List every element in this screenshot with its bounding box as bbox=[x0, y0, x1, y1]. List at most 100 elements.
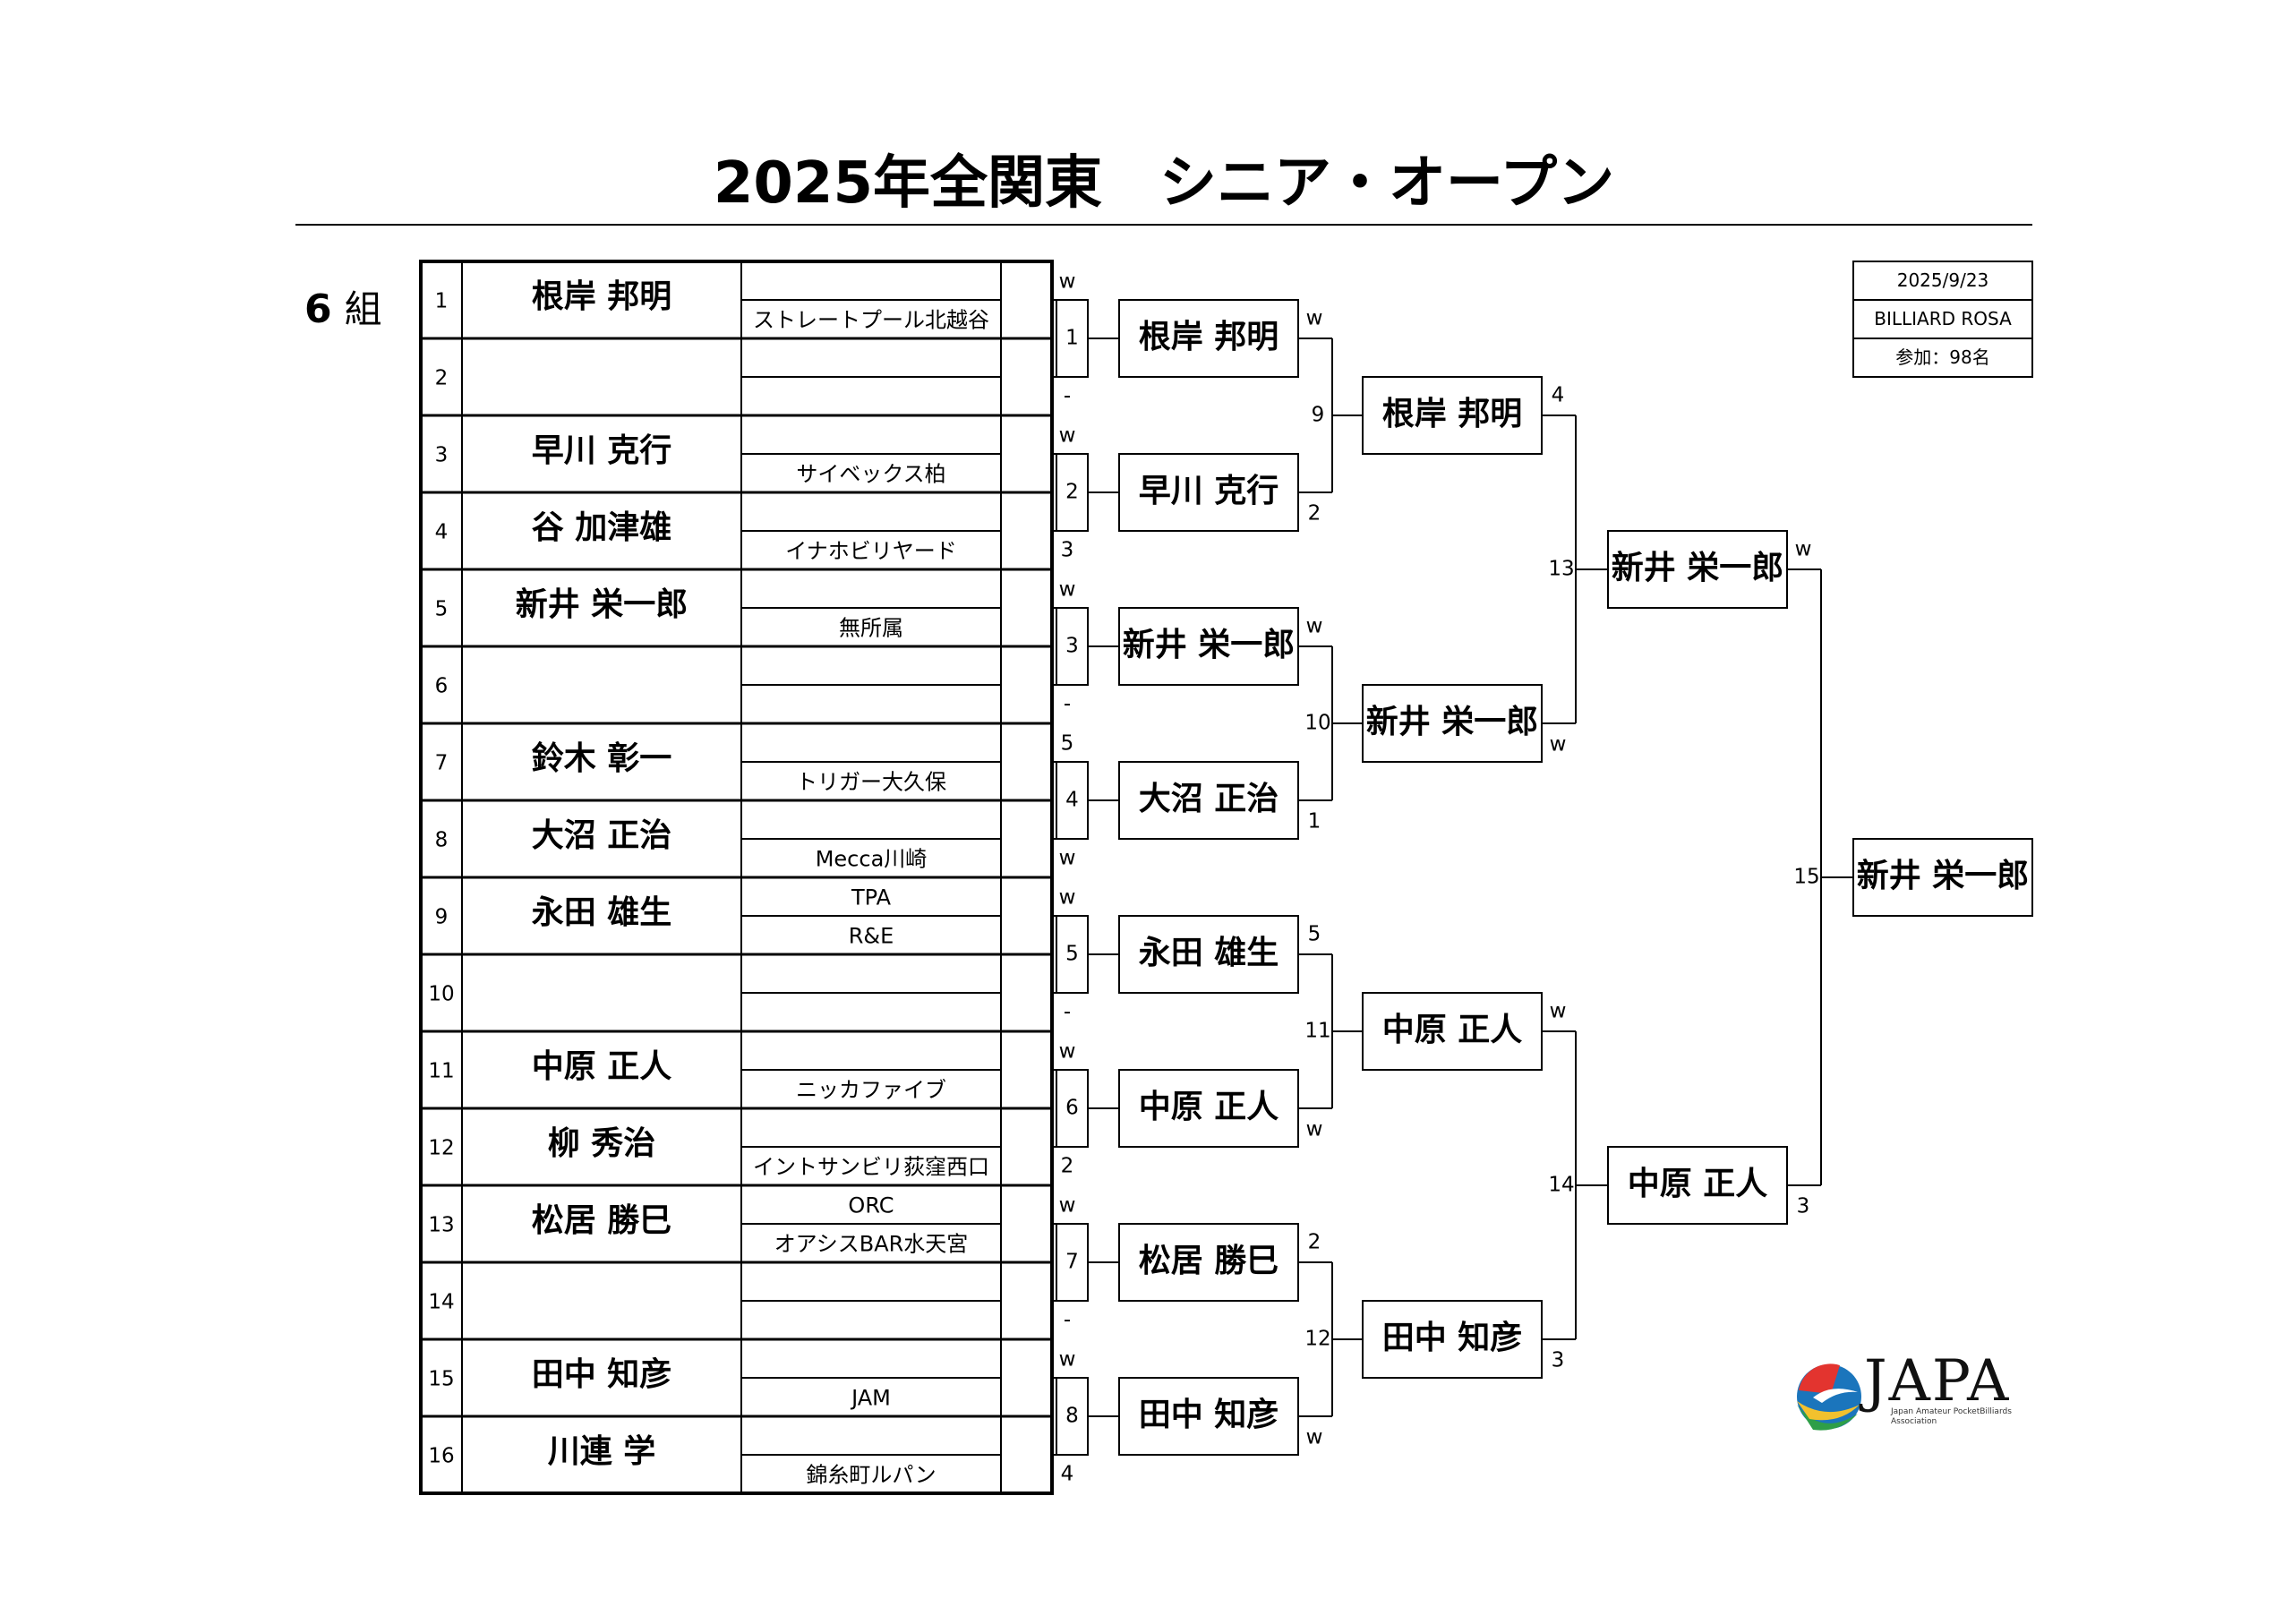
japa-logo-icon bbox=[1797, 1363, 1861, 1431]
player-seed: 5 bbox=[435, 598, 449, 621]
logo-wordmark: JAPA bbox=[1864, 1348, 2011, 1415]
match-result-top: w bbox=[1059, 1194, 1076, 1218]
match-result-bottom: w bbox=[1059, 847, 1076, 870]
match-result-bottom: 1 bbox=[1308, 810, 1321, 833]
match-result-top: w bbox=[1059, 886, 1076, 910]
player-name: 中原 正人 bbox=[532, 1048, 672, 1085]
player-name: 新井 栄一郎 bbox=[516, 586, 688, 623]
player-name: 鈴木 彰一 bbox=[532, 740, 672, 777]
match-result-bottom: 3 bbox=[1061, 539, 1074, 562]
winner-box bbox=[1852, 838, 2033, 917]
match-result-top: w bbox=[1059, 270, 1076, 294]
match-result-top: w bbox=[1059, 578, 1076, 602]
match-number: 13 bbox=[1548, 558, 1574, 581]
player-name: 松居 勝巳 bbox=[532, 1202, 672, 1239]
match-number: 1 bbox=[1065, 327, 1079, 350]
player-name: 田中 知彦 bbox=[532, 1356, 672, 1393]
match-result-top: 5 bbox=[1061, 732, 1074, 756]
player-seed: 13 bbox=[428, 1214, 454, 1237]
winner-name: 中原 正人 bbox=[1628, 1166, 1768, 1202]
player-seed: 3 bbox=[435, 444, 449, 467]
player-seed: 2 bbox=[435, 367, 449, 390]
match-result-top: w bbox=[1795, 538, 1812, 561]
player-club-secondary: トリガー大久保 bbox=[796, 770, 946, 795]
player-seed: 11 bbox=[428, 1060, 454, 1083]
player-name: 永田 雄生 bbox=[532, 894, 672, 931]
player-club-primary: ORC bbox=[848, 1193, 894, 1218]
player-club-secondary: 無所属 bbox=[839, 616, 903, 641]
match-result-bottom: - bbox=[1064, 693, 1071, 716]
event-info-item: 2025/9/23 bbox=[1897, 269, 1989, 291]
player-seed: 1 bbox=[435, 290, 449, 313]
player-name: 早川 克行 bbox=[532, 432, 672, 469]
player-name: 大沼 正治 bbox=[532, 817, 672, 854]
player-seed: 12 bbox=[428, 1137, 454, 1160]
group-suffix: 組 bbox=[344, 287, 382, 331]
winner-name: 新井 栄一郎 bbox=[1123, 627, 1296, 663]
player-club-secondary: サイベックス柏 bbox=[796, 462, 945, 487]
match-result-bottom: 3 bbox=[1797, 1195, 1810, 1218]
event-info-item: 参加：98名 bbox=[1895, 346, 1989, 368]
player-seed: 6 bbox=[435, 675, 449, 698]
match-number: 11 bbox=[1304, 1020, 1330, 1043]
match-number: 10 bbox=[1304, 712, 1330, 735]
match-result-bottom: w bbox=[1306, 1118, 1323, 1141]
player-seed: 16 bbox=[428, 1445, 454, 1468]
match-number: 14 bbox=[1548, 1174, 1574, 1197]
player-seed: 14 bbox=[428, 1291, 454, 1314]
match-number: 2 bbox=[1065, 481, 1079, 504]
logo-subtitle: Japan Amateur PocketBilliards Associatio… bbox=[1891, 1407, 2012, 1426]
match-result-bottom: 2 bbox=[1308, 502, 1321, 526]
title-divider bbox=[295, 224, 2032, 226]
match-number: 15 bbox=[1793, 866, 1819, 889]
group-number: 6 bbox=[304, 286, 332, 332]
match-result-top: w bbox=[1059, 1348, 1076, 1372]
winner-name: 根岸 邦明 bbox=[1382, 396, 1523, 432]
match-number: 12 bbox=[1304, 1328, 1330, 1351]
player-name: 柳 秀治 bbox=[548, 1125, 656, 1162]
player-name: 川連 学 bbox=[548, 1432, 656, 1470]
player-club-secondary: ニッカファイブ bbox=[796, 1078, 946, 1103]
winner-name: 田中 知彦 bbox=[1139, 1397, 1279, 1433]
player-seed: 15 bbox=[428, 1368, 454, 1391]
match-result-bottom: - bbox=[1064, 1001, 1071, 1024]
player-club-primary: TPA bbox=[851, 885, 892, 910]
match-result-bottom: 3 bbox=[1552, 1349, 1565, 1372]
player-club-secondary: イントサンビリ荻窪西口 bbox=[753, 1155, 989, 1180]
match-result-top: 4 bbox=[1552, 384, 1565, 407]
winner-name: 新井 栄一郎 bbox=[1857, 858, 2030, 894]
player-name: 谷 加津雄 bbox=[532, 509, 672, 546]
match-number: 6 bbox=[1065, 1097, 1079, 1120]
player-club-secondary: JAM bbox=[850, 1386, 891, 1411]
player-club-secondary: オアシスBAR水天宮 bbox=[774, 1232, 969, 1257]
match-number: 9 bbox=[1312, 404, 1325, 427]
match-result-top: w bbox=[1306, 615, 1323, 638]
player-seed: 9 bbox=[435, 906, 449, 929]
winner-name: 根岸 邦明 bbox=[1139, 319, 1279, 355]
match-result-top: w bbox=[1306, 307, 1323, 330]
match-number: 8 bbox=[1065, 1405, 1079, 1428]
match-result-top: 2 bbox=[1308, 1231, 1321, 1254]
match-number: 7 bbox=[1065, 1251, 1079, 1274]
match-result-bottom: - bbox=[1064, 385, 1071, 408]
winner-name: 松居 勝巳 bbox=[1139, 1243, 1279, 1279]
match-number: 4 bbox=[1065, 789, 1079, 812]
player-club-secondary: ストレートプール北越谷 bbox=[753, 308, 989, 333]
player-seed: 7 bbox=[435, 752, 449, 775]
winner-name: 大沼 正治 bbox=[1139, 781, 1279, 817]
winner-name: 新井 栄一郎 bbox=[1366, 704, 1539, 740]
player-club-secondary: R&E bbox=[849, 924, 894, 949]
match-result-bottom: w bbox=[1306, 1426, 1323, 1449]
winner-name: 新井 栄一郎 bbox=[1612, 550, 1784, 586]
page-title: 2025年全関東 シニア・オープン bbox=[713, 150, 1615, 217]
player-club-secondary: 錦糸町ルパン bbox=[806, 1463, 936, 1488]
player-seed: 8 bbox=[435, 829, 449, 852]
match-result-bottom: 2 bbox=[1061, 1155, 1074, 1178]
event-info-item: BILLIARD ROSA bbox=[1874, 308, 2012, 329]
winner-name: 早川 克行 bbox=[1139, 473, 1279, 509]
player-name: 根岸 邦明 bbox=[532, 278, 672, 315]
winner-name: 中原 正人 bbox=[1382, 1012, 1523, 1048]
player-seed: 4 bbox=[435, 521, 449, 544]
